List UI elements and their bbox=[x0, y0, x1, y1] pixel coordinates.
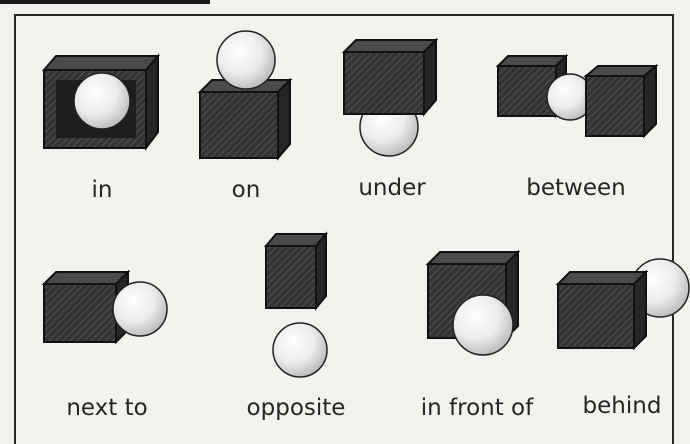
label-opposite: opposite bbox=[247, 397, 346, 420]
in-front-of-illustration bbox=[428, 252, 518, 355]
label-in: in bbox=[92, 179, 113, 202]
label-under: under bbox=[358, 177, 425, 200]
label-next-to: next to bbox=[66, 397, 147, 420]
behind-illustration bbox=[558, 259, 689, 348]
on-illustration bbox=[200, 31, 290, 158]
label-behind: behind bbox=[583, 395, 662, 418]
label-between: between bbox=[526, 177, 625, 200]
next-to-illustration bbox=[44, 272, 167, 342]
opposite-illustration bbox=[266, 234, 327, 377]
label-in-front-of: in front of bbox=[421, 397, 533, 420]
prepositions-illustration bbox=[0, 0, 690, 428]
label-on: on bbox=[232, 179, 261, 202]
between-illustration bbox=[498, 56, 656, 136]
in-illustration bbox=[44, 56, 158, 148]
under-illustration bbox=[344, 40, 436, 156]
